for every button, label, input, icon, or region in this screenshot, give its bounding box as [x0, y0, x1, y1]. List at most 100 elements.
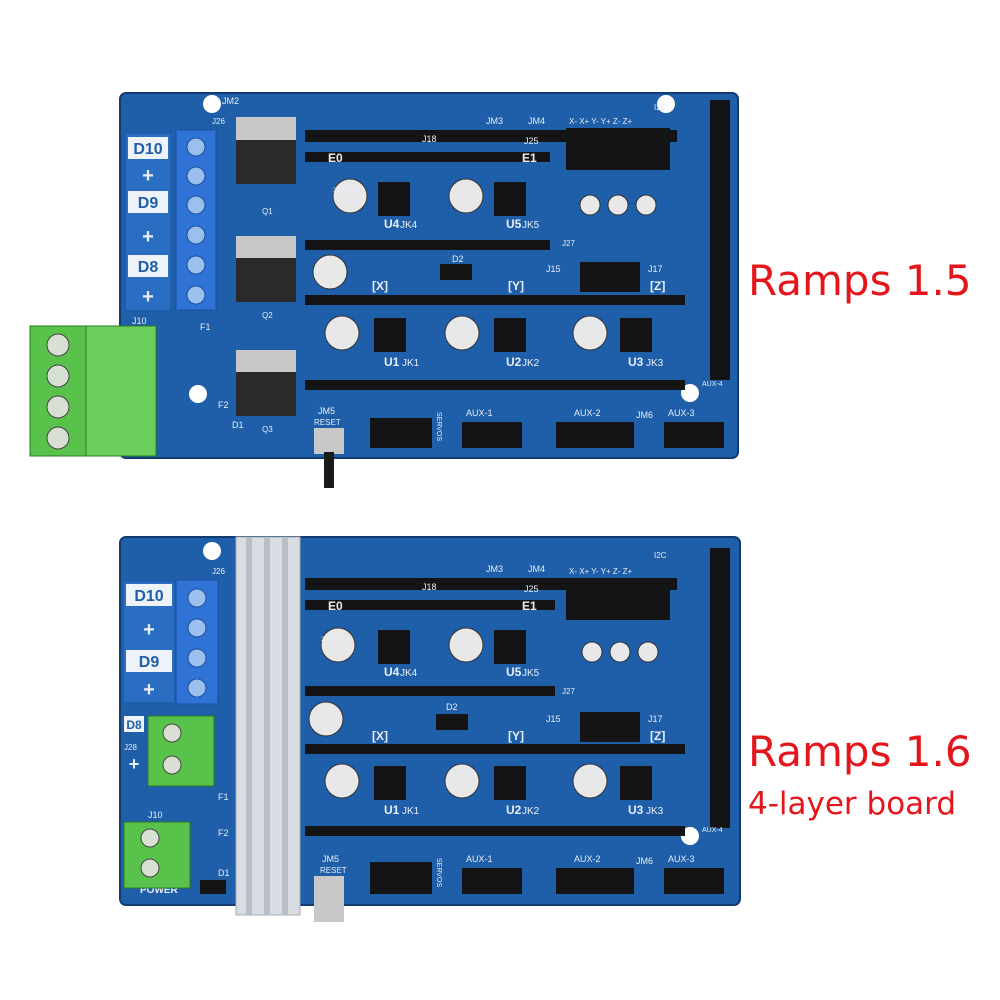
label-plus: +: [143, 679, 155, 701]
label-u3: U3: [628, 355, 644, 369]
caption-ramps-1-5: Ramps 1.5: [748, 256, 972, 305]
label-i2c: I2C: [654, 551, 667, 560]
label-axis-y: [Y]: [508, 729, 524, 743]
label-jk5: JK5: [522, 220, 540, 231]
label-d8: D8: [138, 259, 159, 276]
label-jm4: JM4: [528, 116, 545, 126]
mount-hole: [681, 384, 699, 402]
label-j26: J26: [212, 117, 225, 126]
label-q3: Q3: [262, 425, 273, 434]
label-aux-3: AUX-3: [668, 408, 695, 418]
aux-headers: [370, 262, 724, 448]
label-f1: F1: [200, 322, 211, 332]
label-j17: J17: [648, 264, 663, 274]
label-aux-3: AUX-3: [668, 854, 695, 864]
label-jm6: JM6: [636, 856, 653, 866]
label-u1: U1: [384, 355, 400, 369]
label-axis-x: [X]: [372, 279, 388, 293]
endstop-header: [566, 578, 670, 620]
reset-button: [314, 876, 344, 922]
label-u2: U2: [506, 355, 522, 369]
label-d10: D10: [133, 141, 162, 158]
label-e0: E0: [328, 151, 343, 165]
caption-ramps-1-6: Ramps 1.6: [748, 727, 972, 776]
cap-marking: 35V 100: [333, 188, 356, 194]
mount-hole: [681, 827, 699, 845]
label-jk5: JK5: [522, 668, 540, 679]
label-u1: U1: [384, 803, 400, 817]
electrolytic-capacitors: [308, 627, 659, 799]
power-label-column: [124, 582, 174, 732]
label-jk2: JK2: [522, 806, 540, 817]
label-j26: J26: [212, 567, 225, 576]
label-f2: F2: [218, 400, 229, 410]
ramps-1-5-board: D10 + D9 + D8 +: [29, 92, 739, 488]
label-servos: SERVOS: [435, 858, 442, 887]
jumper-blocks: [374, 630, 652, 800]
label-u5: U5: [506, 665, 522, 679]
mount-hole: [203, 542, 221, 560]
label-e1: E1: [522, 599, 537, 613]
label-axis-z: [Z]: [650, 279, 665, 293]
label-jk3: JK3: [646, 358, 664, 369]
power-label-column: [126, 134, 170, 310]
label-power: POWER: [140, 885, 179, 896]
jumper-blocks: [374, 182, 652, 352]
label-d2: D2: [452, 254, 464, 264]
cap-marking: 35V 100: [321, 637, 344, 643]
reset-button: [314, 428, 344, 454]
label-axis-x: [X]: [372, 729, 388, 743]
label-d10: D10: [134, 588, 163, 605]
label-jm4: JM4: [528, 564, 545, 574]
label-e1: E1: [522, 151, 537, 165]
label-u4: U4: [384, 665, 400, 679]
label-j28: J28: [124, 743, 137, 752]
label-d1: D1: [232, 420, 244, 430]
label-q1: Q1: [262, 207, 273, 216]
label-jm5: JM5: [318, 406, 335, 416]
aux-headers: [370, 712, 724, 894]
label-d8: D8: [126, 718, 142, 732]
label-plus: +: [142, 226, 154, 248]
label-f1: F1: [218, 792, 229, 802]
label-e0: E0: [328, 599, 343, 613]
label-u3: U3: [628, 803, 644, 817]
label-j15: J15: [546, 264, 561, 274]
label-jk1: JK1: [402, 806, 420, 817]
mount-hole: [203, 95, 221, 113]
label-j10: J10: [132, 316, 147, 326]
label-jk4: JK4: [400, 668, 418, 679]
label-j27: J27: [562, 239, 575, 248]
label-axis-z: [Z]: [650, 729, 665, 743]
label-d2: D2: [446, 702, 458, 712]
label-j27: J27: [562, 687, 575, 696]
label-plus: +: [142, 165, 154, 187]
label-plus: +: [143, 619, 155, 641]
label-jk4: JK4: [400, 220, 418, 231]
label-u4: U4: [384, 217, 400, 231]
label-endstops: X- X+ Y- Y+ Z- Z+: [569, 567, 633, 576]
aux-4-header: [710, 548, 730, 828]
caption-4-layer-board: 4-layer board: [748, 786, 957, 822]
label-i2c: I2C: [654, 103, 667, 112]
label-j10: J10: [148, 810, 163, 820]
aux-4-header: [710, 100, 730, 380]
label-jk3: JK3: [646, 806, 664, 817]
label-reset: RESET: [320, 866, 347, 875]
label-jm3: JM3: [486, 116, 503, 126]
heatsink: [235, 536, 301, 916]
label-j25: J25: [524, 136, 539, 146]
label-j18: J18: [422, 582, 437, 592]
driver-socket-rows: [305, 600, 685, 836]
green-power-terminal: [29, 325, 157, 457]
label-j25: J25: [524, 584, 539, 594]
label-aux-4: AUX-4: [702, 827, 723, 834]
label-j18: J18: [422, 134, 437, 144]
blue-terminal-block: [175, 579, 219, 705]
label-d9: D9: [138, 195, 159, 212]
mount-hole: [657, 95, 675, 113]
label-jm6: JM6: [636, 410, 653, 420]
reset-button: [324, 452, 334, 488]
label-aux-2: AUX-2: [574, 854, 601, 864]
